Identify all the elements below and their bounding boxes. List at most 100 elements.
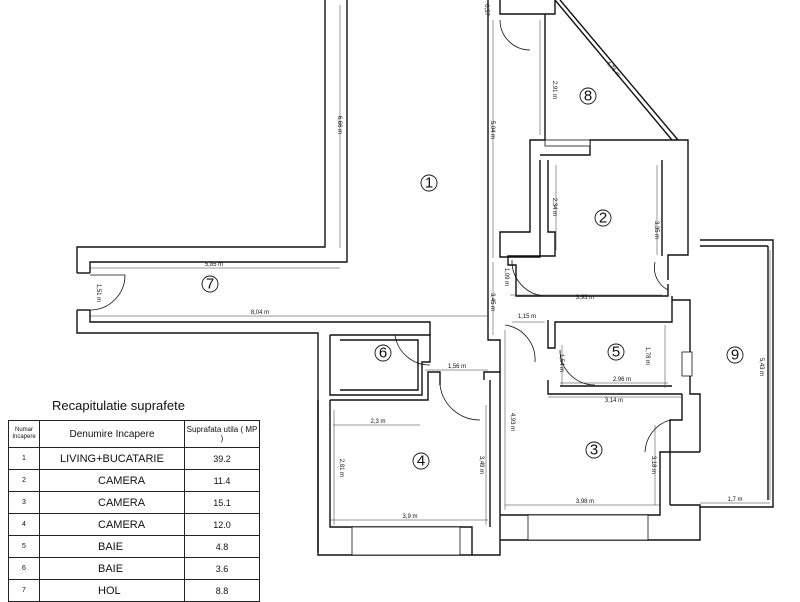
table-row: 2 CAMERA 11.4 (8, 469, 260, 492)
dim-1-09: 1,09 m (503, 268, 509, 286)
door-hall (89, 274, 126, 311)
dim-3-18: 3,18 m (650, 456, 656, 474)
wall-room8-rail (559, 0, 679, 141)
room-marker-9 (726, 346, 744, 364)
dim-3-93: 3,93 m (576, 295, 594, 301)
header-number: Numar Incapere (8, 420, 40, 448)
window-room8 (544, 139, 591, 147)
dim-3-49: 3,49 m (478, 456, 484, 474)
table-header-row: Numar Incapere Denumire Incapere Suprafa… (8, 420, 260, 448)
room-number-4: 4 (417, 453, 425, 470)
dim-3-14: 3,14 m (605, 398, 623, 404)
wall-room9 (700, 239, 774, 508)
dim-2-34: 2,34 m (551, 198, 557, 216)
room-number-1: 1 (425, 175, 433, 192)
cell-number: 1 (8, 447, 40, 470)
wall-spine (487, 0, 501, 372)
header-name: Denumire Incapere (39, 420, 185, 448)
room-marker-6 (374, 344, 392, 362)
windows (351, 139, 693, 556)
dim-3-35: 3,35 m (653, 221, 659, 239)
cell-name: HOL (39, 579, 185, 602)
dim-1-56: 1,56 m (448, 364, 466, 370)
room-marker-5 (607, 343, 625, 361)
table-row: 7 HOL 8.8 (8, 579, 260, 602)
door-room6 (394, 334, 431, 366)
table-row: 3 CAMERA 15.1 (8, 491, 260, 514)
cell-name: BAIE (39, 535, 185, 558)
room-marker-2 (594, 209, 612, 227)
room-marker-3 (585, 441, 603, 459)
cell-area: 8.8 (184, 579, 260, 602)
dim-1-7: 1,7 m (727, 497, 742, 503)
cell-area: 3.6 (184, 557, 260, 580)
dim-0-57: 0,57 (483, 4, 489, 16)
door-room5 (559, 349, 596, 386)
wall-room2-outer (499, 160, 541, 258)
room-number-5: 5 (612, 344, 620, 361)
wall-living-left-outer (76, 0, 326, 273)
table-row: 1 LIVING+BUCATARIE 39.2 (8, 447, 260, 470)
cell-number: 2 (8, 469, 40, 492)
door-room3 (644, 419, 671, 453)
wall-room6-inner (340, 339, 419, 391)
cell-area: 11.4 (184, 469, 260, 492)
door-corridor (504, 324, 536, 363)
cell-area: 15.1 (184, 491, 260, 514)
dim-5-85: 5,85 m (205, 262, 223, 268)
dim-1-54: 1,54 m (558, 354, 564, 372)
cell-name: BAIE (39, 557, 185, 580)
cell-area: 4.8 (184, 535, 260, 558)
room-number-6: 6 (379, 345, 387, 362)
header-area: Suprafata utila ( MP ) (184, 420, 260, 448)
dim-3-98: 3,98 m (576, 499, 594, 505)
area-summary-table: Numar Incapere Denumire Incapere Suprafa… (8, 420, 260, 602)
wall-room2-inner (507, 160, 669, 297)
table-title: Recapitulatie suprafete (52, 398, 185, 413)
room-number-3: 3 (590, 442, 598, 459)
cell-area: 12.0 (184, 513, 260, 536)
wall-room3-right (669, 394, 683, 505)
cell-name: CAMERA (39, 491, 185, 514)
cell-number: 6 (8, 557, 40, 580)
wall-room5 (547, 296, 673, 349)
dim-2-81: 2,81 m (338, 459, 344, 477)
door-room8 (499, 19, 531, 51)
wall-room5-bottom (547, 380, 682, 395)
dim-2-91: 2,91 m (551, 81, 557, 99)
wall-room4-outer (317, 371, 501, 556)
dimension-lines (90, 5, 771, 525)
room-marker-8 (579, 87, 597, 105)
room-marker-7 (201, 275, 219, 293)
wall-living-left-inner (89, 0, 348, 273)
wall-room2-top (540, 139, 689, 280)
door-room2b (653, 261, 669, 291)
table-row: 6 BAIE 3.6 (8, 557, 260, 580)
dim-1-51: 1,51 m (95, 284, 101, 302)
dim-6-66: 6,66 m (336, 116, 342, 134)
door-room2 (511, 259, 546, 297)
dim-2-96: 2,96 m (613, 377, 631, 383)
room-number-2: 2 (599, 210, 607, 227)
wall-room8-rail2 (554, 0, 673, 141)
wall-room8-right (529, 14, 546, 160)
dim-2-3: 2,3 m (370, 419, 385, 425)
room-number-7: 7 (206, 276, 214, 293)
dim-8-04: 8,04 m (251, 310, 269, 316)
walls (76, 0, 774, 556)
room-number-9: 9 (731, 347, 739, 364)
dim-5-43: 5,43 m (758, 358, 764, 376)
room-number-8: 8 (584, 88, 592, 105)
doors (89, 19, 671, 453)
door-room4 (439, 384, 481, 421)
wall-room5-right (672, 299, 701, 452)
room-markers (201, 87, 744, 470)
dimension-labels: 6,66 m 5,04 m 2,91 m 4,76 m 0,57 2,34 m … (95, 4, 764, 520)
dim-4-93: 4,93 m (509, 413, 515, 431)
dim-3-9: 3,9 m (402, 514, 417, 520)
cell-number: 4 (8, 513, 40, 536)
wall-room8 (499, 0, 556, 15)
dim-1-15: 1,15 m (518, 314, 536, 320)
cell-number: 3 (8, 491, 40, 514)
